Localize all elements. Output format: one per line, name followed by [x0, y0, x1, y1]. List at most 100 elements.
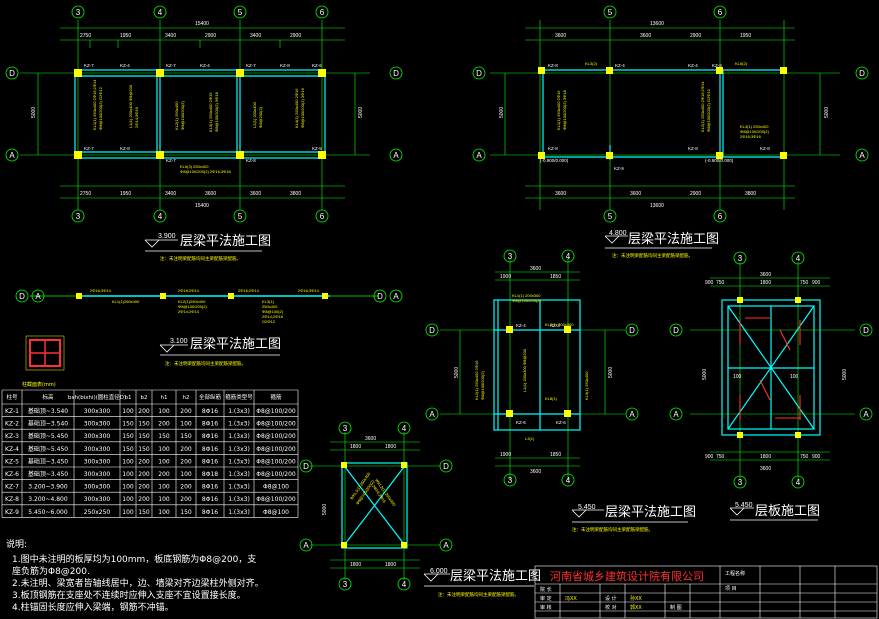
table-cell: 100 — [180, 421, 192, 428]
svg-text:3600: 3600 — [630, 191, 641, 197]
svg-text:KZ-8: KZ-8 — [688, 146, 698, 151]
dim-bottom-total: 15400 — [195, 203, 209, 209]
svg-text:3600: 3600 — [760, 466, 771, 472]
table-cell: 3.200~4.800 — [28, 496, 68, 503]
svg-text:1850: 1850 — [550, 274, 561, 280]
svg-text:KZ-4: KZ-4 — [120, 63, 130, 68]
table-cell: 100 — [158, 458, 170, 465]
plan-4800-level: 4.800 — [609, 230, 627, 237]
svg-text:KL1(1) 200x300: KL1(1) 200x300 — [512, 293, 541, 298]
svg-text:2750: 2750 — [80, 191, 91, 197]
notes-heading: 说明: — [6, 538, 27, 550]
svg-text:KZ-8: KZ-8 — [548, 63, 558, 68]
svg-text:L3(1): L3(1) — [525, 436, 535, 441]
svg-text:3600: 3600 — [250, 191, 261, 197]
svg-text:750: 750 — [716, 280, 725, 286]
svg-text:Φ8@100/200(2): Φ8@100/200(2) — [480, 371, 485, 400]
cell-5: 校 对 — [605, 604, 617, 611]
svg-text:3600: 3600 — [530, 469, 541, 475]
table-cell: KZ-5 — [5, 458, 19, 465]
svg-text:4: 4 — [402, 424, 407, 433]
svg-text:A: A — [429, 410, 435, 419]
table-header-6: h2 — [183, 395, 190, 401]
svg-text:3600: 3600 — [555, 33, 566, 39]
table-cell: 100 — [122, 408, 134, 415]
svg-text:3: 3 — [738, 254, 743, 263]
svg-text:2900: 2900 — [690, 191, 701, 197]
svg-text:3800: 3800 — [745, 191, 756, 197]
svg-text:5000: 5000 — [322, 504, 328, 515]
table-cell: 1.(3x3) — [228, 471, 250, 478]
svg-text:A: A — [443, 541, 449, 550]
table-cell: 150 — [122, 421, 134, 428]
svg-text:750: 750 — [716, 454, 725, 460]
table-cell: 150 — [122, 433, 134, 440]
table-cell: 150 — [122, 446, 134, 453]
plan-5450-level: 5.450 — [578, 504, 596, 511]
table-cell: 8Φ16 — [202, 433, 218, 440]
svg-text:900: 900 — [812, 454, 821, 460]
table-header-7: 全部纵筋 — [199, 393, 222, 401]
note-line-2: 座负筋为Φ8@200. — [12, 565, 90, 577]
name-1: 冯XX — [565, 595, 577, 602]
svg-text:6: 6 — [718, 212, 723, 221]
table-cell: 8Φ18 — [202, 471, 218, 478]
table-cell: 300x300 — [84, 421, 111, 428]
table-cell: KZ-6 — [5, 471, 19, 478]
table-cell: 100 — [158, 408, 170, 415]
svg-text:2900: 2900 — [290, 33, 301, 39]
svg-text:3600: 3600 — [205, 191, 216, 197]
svg-text:3800: 3800 — [290, 191, 301, 197]
svg-text:KZ-4: KZ-4 — [615, 63, 625, 68]
table-cell: KZ-4 — [5, 446, 19, 453]
svg-text:Φ8@100/200(2): Φ8@100/200(2) — [512, 298, 541, 303]
dim-p2-top: 13600 — [650, 21, 664, 27]
svg-text:KL3(1) 250x400 2Φ16: KL3(1) 250x400 2Φ16 — [208, 92, 213, 132]
svg-text:1800: 1800 — [760, 454, 771, 460]
svg-text:KZ-7: KZ-7 — [166, 158, 176, 163]
svg-text:750: 750 — [800, 454, 809, 460]
plan-3900-level: 3.900 — [158, 233, 176, 240]
table-header-3: b1 — [125, 395, 132, 401]
svg-text:5000: 5000 — [499, 107, 505, 118]
svg-text:注：未注明梁配筋均同主梁配筋梁配筋。: 注：未注明梁配筋均同主梁配筋梁配筋。 — [612, 252, 693, 259]
notes: 说明: 1.图中未注明的板厚均为100mm，板底钢筋为Φ8@200，支 座负筋为… — [6, 538, 264, 613]
table-cell: 8Φ16 — [202, 408, 218, 415]
svg-text:6: 6 — [718, 8, 723, 17]
table-cell: 150 — [180, 433, 192, 440]
svg-text:G2Φ12: G2Φ12 — [262, 319, 276, 324]
table-cell: 150 — [138, 421, 150, 428]
svg-text:3600: 3600 — [530, 266, 541, 272]
svg-text:3: 3 — [508, 252, 513, 261]
svg-text:2Φ16;3Φ16: 2Φ16;3Φ16 — [740, 134, 762, 139]
table-cell: Φ8@100/200 — [256, 433, 296, 440]
svg-text:5000: 5000 — [842, 369, 848, 380]
table-cell: Φ8@100 — [263, 509, 289, 516]
table-cell: 100 — [158, 496, 170, 503]
table-header-4: b2 — [141, 395, 148, 401]
project-label: 工程名称 — [725, 570, 745, 577]
table-cell: Φ8@100/200 — [256, 446, 296, 453]
table-cell: 250x250 — [84, 509, 111, 516]
svg-text:KL3(1) 250x400: KL3(1) 250x400 — [740, 124, 769, 129]
table-cell: 100 — [122, 496, 134, 503]
svg-text:KZ-7: KZ-7 — [166, 63, 176, 68]
svg-text:D: D — [303, 462, 309, 471]
svg-text:D: D — [629, 326, 635, 335]
svg-text:A: A — [393, 292, 399, 301]
svg-text:1950: 1950 — [120, 191, 131, 197]
cell-2: 审 定 — [540, 595, 552, 602]
table-cell: 1.(3x3) — [228, 484, 250, 491]
table-cell: 200 — [158, 471, 170, 478]
plan-3900: KL1(1) 250x400 2Φ16;2Φ14 Φ8@100/200(2) G… — [5, 5, 403, 262]
svg-text:3600: 3600 — [365, 436, 376, 442]
svg-text:A: A — [673, 410, 679, 419]
table-cell: 1.(3x3) — [228, 408, 250, 415]
svg-text:L1(1) 200x300 Φ8@200: L1(1) 200x300 Φ8@200 — [522, 348, 527, 392]
svg-text:KZ-9: KZ-9 — [614, 166, 624, 171]
svg-text:KL2(1) 250x400 2Φ16: KL2(1) 250x400 2Φ16 — [474, 360, 479, 400]
svg-text:5000: 5000 — [608, 367, 614, 378]
